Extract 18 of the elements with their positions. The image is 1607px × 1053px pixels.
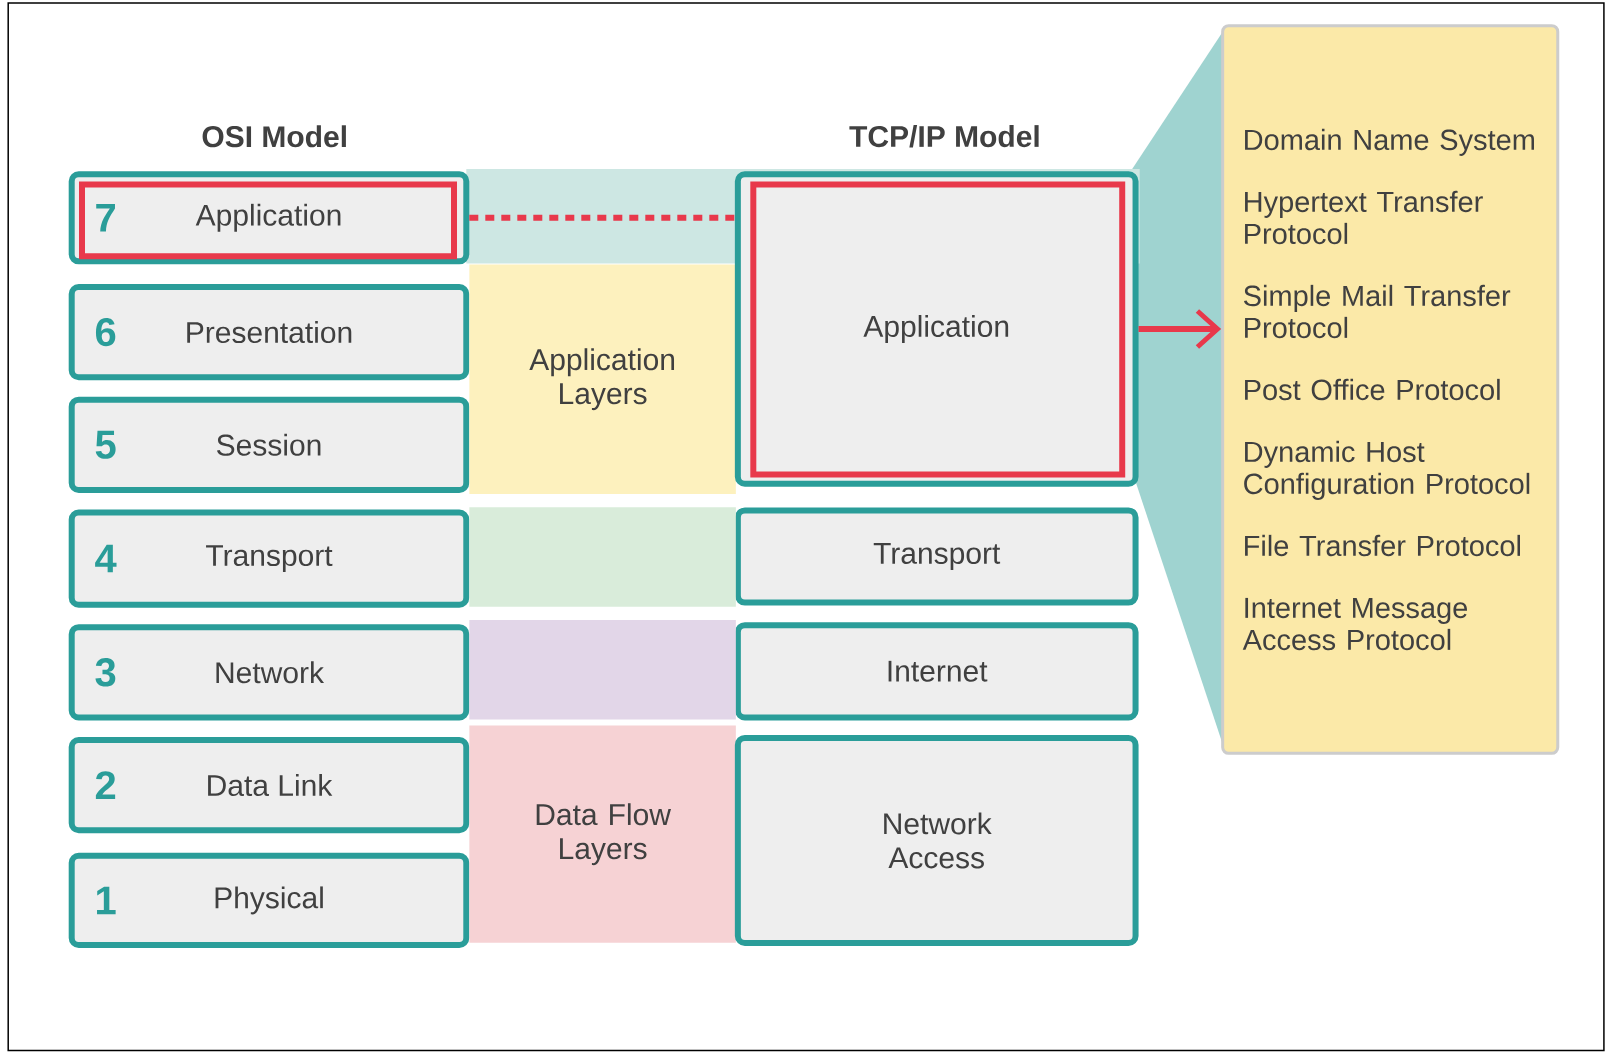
layer-box: 3 Network — [68, 624, 470, 721]
layer-box: Transport — [734, 507, 1139, 606]
layer-box: 6 Presentation — [68, 284, 470, 381]
layer-box: 2 Data Link — [68, 737, 470, 834]
layer-box: Internet — [734, 622, 1139, 721]
layer-box: 5 Session — [68, 396, 470, 493]
layer-box: Application — [734, 171, 1139, 487]
layer-box: 4 Transport — [68, 509, 470, 608]
callout-box: Domain Name System Hypertext Transfer Protocol Simple Mail Transfer Protocol Post Office Protocol Dynamic Host Configuration Protocol File Transfer Protocol Internet Message Access Protocol — [1221, 24, 1560, 755]
color-band — [469, 620, 736, 720]
layer-box: 7 Application — [68, 171, 470, 265]
color-band — [469, 507, 736, 607]
dotted-line — [469, 214, 735, 221]
layer-band: Application Layers — [469, 264, 736, 494]
layer-box: 1 Physical — [68, 852, 470, 948]
arrow — [1138, 309, 1222, 349]
layer-band: Data Flow Layers — [469, 725, 736, 943]
layer-box: Network Access — [734, 734, 1139, 946]
